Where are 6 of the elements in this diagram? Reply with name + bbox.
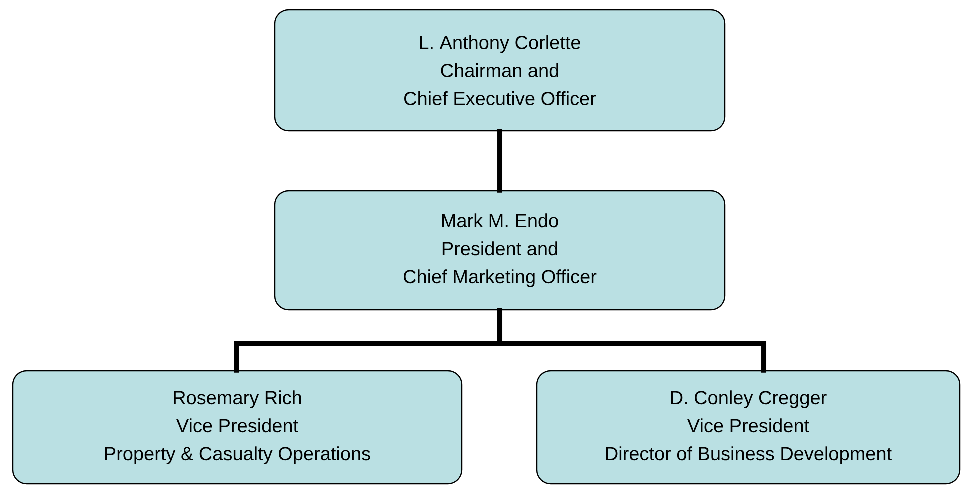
org-box: Rosemary Rich Vice President Property & Casualty Operations (12, 370, 463, 485)
connector-line (498, 129, 502, 193)
connector-line (498, 308, 767, 373)
org-box: Mark M. Endo President and Chief Marketing Officer (274, 190, 726, 311)
org-box: D. Conley Cregger Vice President Director of Business Development (536, 370, 961, 485)
org-box: L. Anthony Corlette Chairman and Chief Executive Officer (274, 9, 726, 132)
